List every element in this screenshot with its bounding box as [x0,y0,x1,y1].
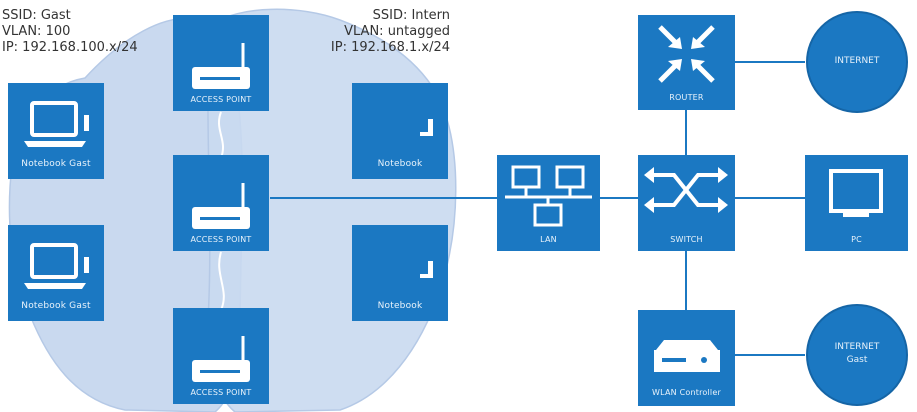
monitor-icon [829,169,883,217]
internet-label-2-line2: Gast [846,355,868,365]
access-point-top: ACCESS POINT [173,15,269,111]
switch-node: SWITCH [638,155,735,251]
internet-circle-1 [806,11,908,113]
switch-label: SWITCH [670,235,703,244]
guest-ip: IP: 192.168.100.x/24 [2,40,138,55]
laptop-icon [24,101,89,147]
internal-vlan: VLAN: untagged [344,24,450,39]
lan-node: LAN [497,155,600,251]
access-point-icon [192,43,250,89]
notebook-guest-label: Notebook Gast [21,301,91,311]
notebook-guest-2: Notebook Gast [8,225,104,321]
access-point-middle: ACCESS POINT [173,155,269,251]
pc-node: PC [805,155,908,251]
internal-ssid: SSID: Intern [372,8,450,23]
router-icon [658,25,715,83]
ap-link-top [218,111,224,159]
access-point-label: ACCESS POINT [190,388,252,397]
laptop-icon [24,243,89,289]
switch-icon [644,167,728,213]
notebook-label: Notebook [377,301,423,311]
internet-label-1: INTERNET [834,56,880,66]
access-point-icon [192,336,250,382]
lan-icon [505,165,592,227]
notebook-2: Notebook [352,225,448,321]
router-label: ROUTER [669,93,704,102]
guest-network-info: SSID: Gast VLAN: 100 IP: 192.168.100.x/2… [2,8,138,56]
controller-icon [654,340,720,372]
laptop-icon [420,119,433,136]
router-node: ROUTER [638,15,735,110]
notebook-guest-label: Notebook Gast [21,159,91,169]
access-point-icon [192,183,250,229]
internet-label-2-line1: INTERNET [834,342,880,352]
lan-label: LAN [540,235,557,244]
access-point-bottom: ACCESS POINT [173,308,269,404]
notebook-label: Notebook [377,159,423,169]
notebook-guest-1: Notebook Gast [8,83,104,179]
internal-ip: IP: 192.168.1.x/24 [330,40,450,55]
notebook-1: Notebook [352,83,448,179]
ap-link-bottom [218,251,225,311]
laptop-icon [420,261,433,278]
guest-ssid: SSID: Gast [2,8,71,23]
internal-network-info: SSID: Intern VLAN: untagged IP: 192.168.… [288,8,450,56]
internet-label-2: INTERNET Gast [807,341,907,367]
access-point-label: ACCESS POINT [190,95,252,104]
access-point-label: ACCESS POINT [190,235,252,244]
wlan-controller-node: WLAN Controller [638,310,735,406]
wlan-controller-label: WLAN Controller [652,388,721,397]
guest-vlan: VLAN: 100 [2,24,71,39]
internet-circle-2 [806,304,908,406]
pc-label: PC [851,235,862,244]
